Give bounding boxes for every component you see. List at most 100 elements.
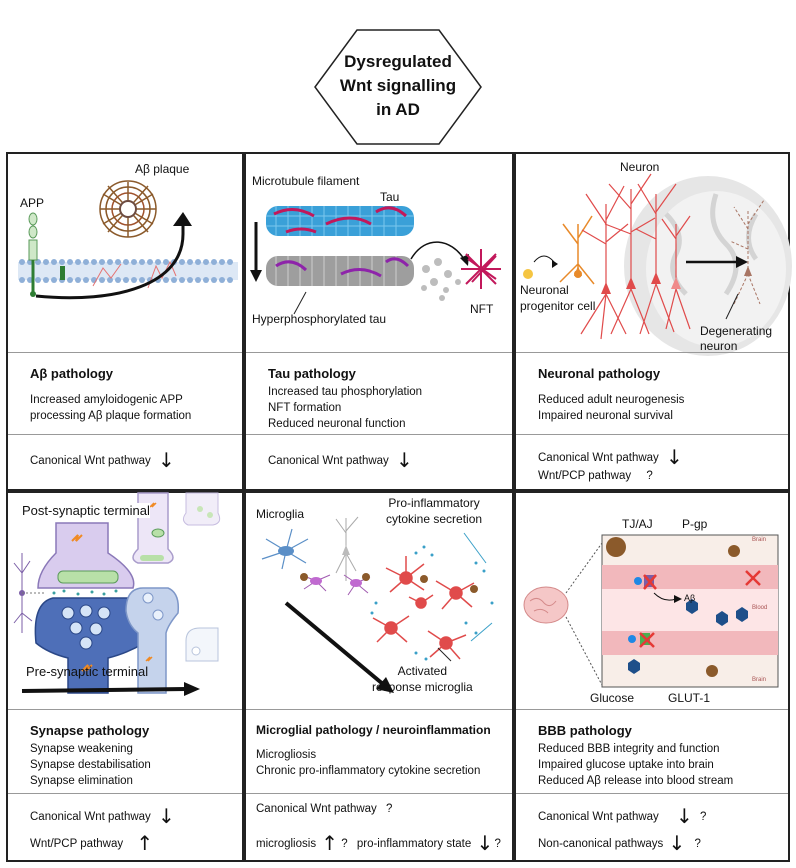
panel-desc-neuronal: Reduced adult neurogenesis Impaired neur… (538, 392, 684, 424)
desc-line: Reduced BBB integrity and function (538, 743, 720, 755)
panel-divider (516, 709, 788, 710)
title-line-3: in AD (376, 100, 420, 119)
wnt-text: Canonical Wnt pathway (30, 811, 151, 823)
desc-line: processing Aβ plaque formation (30, 410, 192, 422)
question-mark: ? (341, 838, 348, 850)
panel-title-neuronal: Neuronal pathology (538, 366, 661, 381)
label-blood: Blood (752, 605, 768, 611)
diagram-title: Dysregulated Wnt signalling in AD (315, 28, 481, 144)
down-arrow-icon: ↓ (158, 804, 175, 828)
wnt-line: Wnt/PCP pathway ? (538, 470, 653, 482)
label-glut-1: GLUT-1 (668, 691, 711, 705)
desc-line: Microgliosis (256, 749, 317, 761)
neuronal-illustration (523, 173, 792, 356)
wnt-line: Wnt/PCP pathway ↑ (30, 830, 153, 853)
down-arrow-icon: ↓ (666, 445, 683, 469)
wnt-line: Canonical Wnt pathway ↓ (538, 444, 683, 467)
panel-synapse: Post-synaptic terminal Pre-synaptic term… (6, 491, 244, 862)
desc-line: Chronic pro-inflammatory cytokine secret… (256, 765, 481, 777)
label-microtubule: Microtubule filament (252, 174, 360, 188)
panel-desc-tau: Increased tau phosphorylation NFT format… (268, 384, 422, 432)
panel-divider (8, 793, 242, 794)
panel-divider (8, 709, 242, 710)
label-activated-response-microglia: Activated response microglia (372, 664, 473, 694)
wnt-line: Canonical Wnt pathway ? (256, 803, 392, 815)
label-tj-aj: TJ/AJ (622, 517, 653, 531)
panel-divider (8, 434, 242, 435)
label-post-synaptic-terminal: Post-synaptic terminal (22, 503, 150, 518)
label-microglia: Microglia (256, 507, 305, 521)
panel-divider (246, 793, 512, 794)
wnt-text: Canonical Wnt pathway (256, 803, 377, 815)
label-neuron: Neuron (620, 160, 660, 174)
question-mark: ? (699, 811, 707, 823)
desc-line: Increased amyloidogenic APP (30, 394, 183, 406)
panel-microglia: Microglia Pro-inflammatory cytokine secr… (244, 491, 514, 862)
panel-desc-bbb: Reduced BBB integrity and function Impai… (538, 741, 733, 789)
panel-divider (8, 352, 242, 353)
wnt-text: pro-inflammatory state (356, 838, 472, 850)
label-bbb-abeta: Aβ (684, 593, 696, 603)
desc-line: Synapse elimination (30, 775, 133, 787)
label-nft: NFT (470, 302, 494, 316)
question-mark: ? (646, 470, 653, 482)
panel-divider (516, 434, 788, 435)
down-arrow-icon: ↓ (158, 448, 175, 472)
wnt-text: Wnt/PCP pathway (30, 838, 124, 850)
label-app: APP (20, 196, 45, 210)
bbb-illustration (523, 534, 779, 688)
panel-tau: Microtubule filament Tau Hyperphosphoryl… (244, 152, 514, 491)
panel-neuronal: Neuron Neuronal progenitor cell Degenera… (514, 152, 792, 491)
panel-desc-synapse: Synapse weakening Synapse destabilisatio… (30, 741, 151, 789)
panel-divider (246, 434, 512, 435)
microglia-illustration (261, 516, 494, 693)
label-brain-bottom: Brain (752, 677, 767, 683)
label-neuronal-progenitor-cell: Neuronal progenitor cell (520, 283, 596, 313)
wnt-line: Canonical Wnt pathway ↓ (268, 447, 413, 470)
down-arrow-icon: ↓ (668, 831, 686, 855)
desc-line: Reduced adult neurogenesis (538, 394, 685, 406)
panel-title-abeta: Aβ pathology (30, 366, 114, 381)
panel-title-bbb: BBB pathology (538, 723, 632, 738)
wnt-text: Canonical Wnt pathway (30, 455, 151, 467)
wnt-line: microgliosis ↑ ? pro-inflammatory state … (256, 830, 501, 853)
label-tau: Tau (380, 190, 400, 204)
wnt-text: Canonical Wnt pathway (538, 811, 659, 823)
panel-bbb: TJ/AJ P-gp Aβ Brain Blood Brain Glucose … (514, 491, 790, 862)
panel-title-microglia: Microglial pathology / neuroinflammation (256, 723, 491, 737)
label-abeta-plaque: Aβ plaque (135, 162, 190, 176)
desc-line: Reduced neuronal function (268, 418, 406, 430)
panel-title-synapse: Synapse pathology (30, 723, 150, 738)
label-pro-inflammatory-cytokine-secretion: Pro-inflammatory cytokine secretion (386, 496, 483, 526)
desc-line: Impaired glucose uptake into brain (538, 759, 714, 771)
down-arrow-icon: ↓ (396, 448, 413, 472)
tau-illustration (250, 206, 501, 315)
wnt-text: Canonical Wnt pathway (268, 455, 389, 467)
wnt-line: Canonical Wnt pathway ↓ (30, 447, 175, 470)
desc-line: Increased tau phosphorylation (268, 386, 423, 398)
label-degenerating-neuron: Degenerating neuron (700, 324, 773, 353)
panel-divider (246, 709, 512, 710)
wnt-text: Wnt/PCP pathway (538, 470, 632, 482)
abeta-illustration (18, 180, 238, 300)
app-protein (28, 212, 38, 261)
label-pre-synaptic-terminal: Pre-synaptic terminal (26, 664, 149, 679)
question-mark: ? (386, 803, 393, 815)
question-mark: ? (694, 838, 701, 850)
synapse-illustration (13, 492, 221, 696)
label-glucose: Glucose (590, 691, 635, 705)
label-brain-top: Brain (752, 537, 767, 543)
title-line-2: Wnt signalling (339, 76, 457, 95)
wnt-line: Canonical Wnt pathway ↓ (30, 803, 175, 826)
label-p-gp: P-gp (682, 517, 708, 531)
panel-divider (516, 352, 788, 353)
wnt-text: Canonical Wnt pathway (538, 452, 659, 464)
title-hexagon (314, 29, 482, 145)
panel-desc-microglia: Microgliosis Chronic pro-inflammatory cy… (256, 747, 480, 779)
up-arrow-icon: ↑ (321, 831, 339, 855)
wnt-text: Non-canonical pathways (538, 838, 664, 850)
question-mark: ? (494, 838, 501, 850)
panel-divider (516, 793, 788, 794)
down-arrow-icon: ↓ (676, 804, 693, 828)
panel-divider (246, 352, 512, 353)
